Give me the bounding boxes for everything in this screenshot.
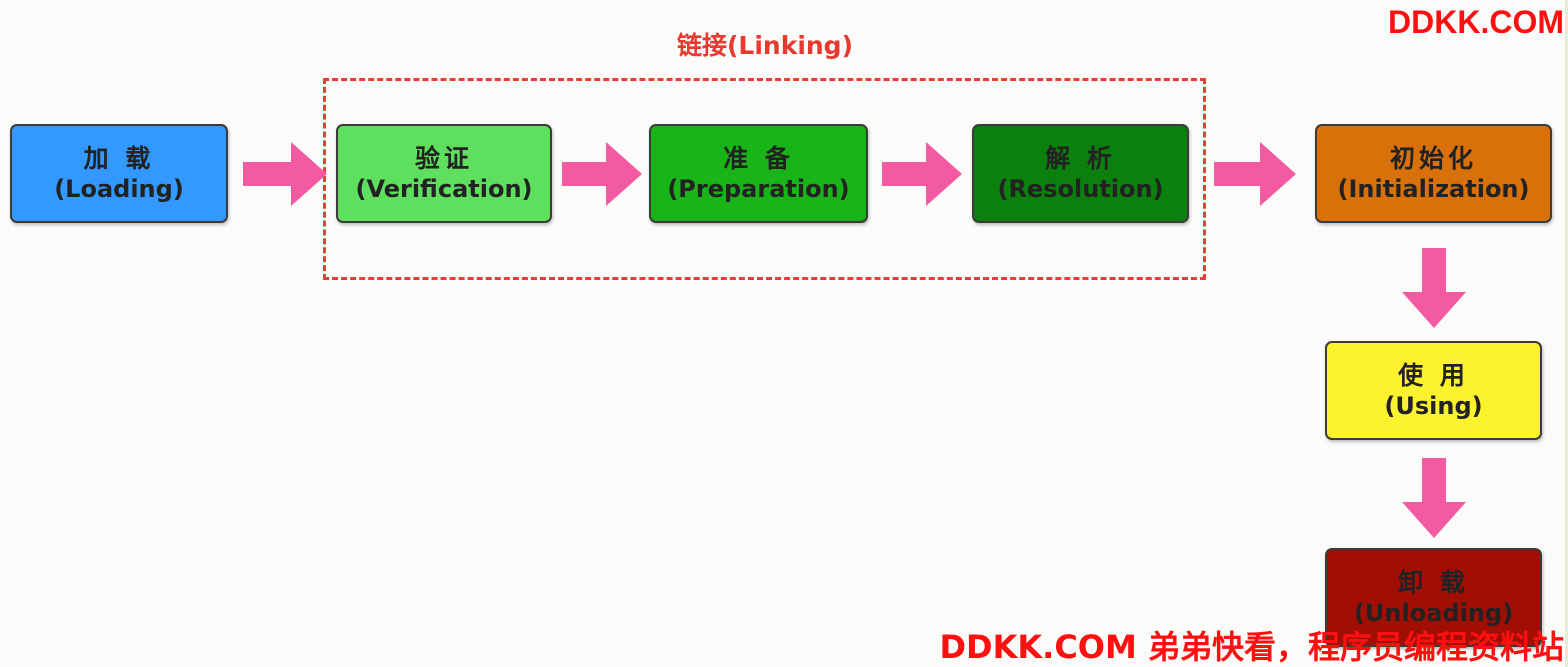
- right-edge: [1565, 0, 1568, 667]
- stage-initialization: 初始化 (Initialization): [1315, 124, 1552, 223]
- stage-unloading-en: (Unloading): [1353, 598, 1514, 627]
- stage-verification-en: (Verification): [355, 174, 533, 203]
- watermark-top: DDKK.COM: [1388, 4, 1564, 40]
- stage-verification: 验证 (Verification): [336, 124, 552, 223]
- stage-using-zh: 使 用: [1398, 360, 1469, 390]
- arrow-resolution-to-initialization: [1214, 142, 1296, 206]
- arrow-verification-to-preparation: [562, 142, 642, 206]
- stage-preparation-zh: 准 备: [723, 143, 794, 173]
- stage-resolution-zh: 解 析: [1045, 143, 1116, 173]
- linking-group-label: 链接(Linking): [676, 31, 854, 60]
- stage-preparation-en: (Preparation): [667, 174, 850, 203]
- stage-using-en: (Using): [1384, 391, 1483, 420]
- watermark-bottom: DDKK.COM 弟弟快看，程序员编程资料站: [939, 628, 1564, 666]
- stage-loading-en: (Loading): [54, 174, 184, 203]
- arrow-loading-to-verification: [243, 142, 327, 206]
- stage-loading: 加 载 (Loading): [10, 124, 228, 223]
- arrow-using-to-unloading: [1402, 458, 1466, 538]
- linking-group-border: [323, 78, 1206, 280]
- stage-initialization-zh: 初始化: [1389, 143, 1477, 173]
- stage-resolution-en: (Resolution): [997, 174, 1164, 203]
- stage-preparation: 准 备 (Preparation): [649, 124, 868, 223]
- arrow-initialization-to-using: [1402, 248, 1466, 328]
- stage-unloading-zh: 卸 载: [1398, 567, 1469, 597]
- stage-using: 使 用 (Using): [1325, 341, 1542, 440]
- stage-resolution: 解 析 (Resolution): [972, 124, 1189, 223]
- stage-verification-zh: 验证: [414, 143, 473, 173]
- stage-loading-zh: 加 载: [83, 143, 155, 173]
- arrow-preparation-to-resolution: [882, 142, 962, 206]
- stage-initialization-en: (Initialization): [1337, 174, 1530, 203]
- stage-unloading: 卸 载 (Unloading): [1325, 548, 1542, 647]
